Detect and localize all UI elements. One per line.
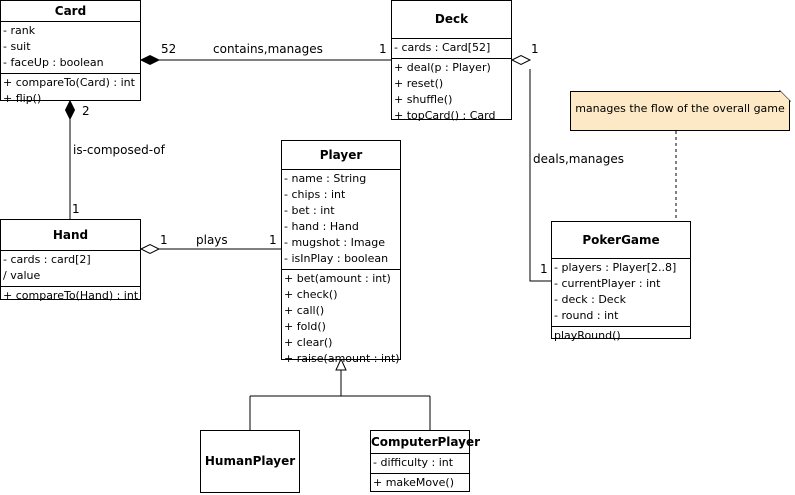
class-deck-attr: - cards : Card[52] <box>394 41 491 54</box>
class-player-attr: - chips : int <box>284 188 346 201</box>
class-player-op: + bet(amount : int) <box>284 272 391 285</box>
class-player-op: + call() <box>284 304 325 317</box>
hand-player-assoc-label: plays <box>196 233 228 247</box>
note-text: manages the flow of the overall game <box>575 102 785 115</box>
class-player-attr: - isInPlay : boolean <box>284 252 389 265</box>
class-humanplayer[interactable]: HumanPlayer <box>200 430 300 493</box>
card-hand-mult-card: 2 <box>82 104 90 118</box>
class-deck-operations: + deal(p : Player) + reset() + shuffle()… <box>392 58 511 126</box>
class-hand-attr: / value <box>3 269 41 282</box>
class-card-attributes: - rank - suit - faceUp : boolean <box>1 21 140 73</box>
deck-pokergame-mult-poker: 1 <box>540 262 548 276</box>
class-deck-name: Deck <box>434 12 469 26</box>
class-player-attr: - name : String <box>284 172 367 185</box>
class-hand-operations: + compareTo(Hand) : int <box>1 286 140 306</box>
deck-pokergame-association-line <box>529 69 551 282</box>
card-hand-mult-hand: 1 <box>72 202 80 216</box>
class-deck-op: + shuffle() <box>394 93 453 106</box>
class-card-name: Card <box>54 4 87 18</box>
class-card-operations: + compareTo(Card) : int + flip() <box>1 73 140 109</box>
class-pokergame[interactable]: PokerGame - players : Player[2..8] - cur… <box>551 221 691 342</box>
class-player-op: + fold() <box>284 320 326 333</box>
class-pokergame-operations: playRound() <box>552 326 690 346</box>
class-deck-op: + deal(p : Player) <box>394 61 491 74</box>
class-player-op: + raise(amount : int) <box>284 352 400 365</box>
class-player-op: + clear() <box>284 336 333 349</box>
class-card-op: + compareTo(Card) : int <box>3 76 135 89</box>
class-player-attr: - mugshot : Image <box>284 236 386 249</box>
class-pokergame-attr: - currentPlayer : int <box>554 277 661 290</box>
class-hand-attributes: - cards : card[2] / value <box>1 250 140 286</box>
deck-pokergame-mult-deck: 1 <box>531 42 539 56</box>
class-pokergame-attributes: - players : Player[2..8] - currentPlayer… <box>552 258 690 326</box>
class-card-op: + flip() <box>3 92 42 105</box>
hand-player-mult-player: 1 <box>269 233 277 247</box>
game-flow-note: manages the flow of the overall game <box>570 91 790 131</box>
class-pokergame-attr: - deck : Deck <box>554 293 626 306</box>
card-deck-mult-deck: 1 <box>379 42 387 56</box>
card-deck-mult-card: 52 <box>161 42 177 56</box>
class-computerplayer[interactable]: ComputerPlayer - difficulty : int + make… <box>370 430 480 493</box>
class-hand-attr: - cards : card[2] <box>3 253 91 266</box>
class-card-attr: - rank <box>3 24 36 37</box>
class-deck-op: + reset() <box>394 77 444 90</box>
card-deck-composition-diamond <box>139 54 161 66</box>
class-deck-attributes: - cards : Card[52] <box>392 38 511 58</box>
class-computerplayer-attr: - difficulty : int <box>373 456 454 469</box>
class-pokergame-attr: - round : int <box>554 309 619 322</box>
class-player-attr: - hand : Hand <box>284 220 359 233</box>
class-player-name: Player <box>319 148 363 162</box>
class-deck-op: + topCard() : Card <box>394 109 496 122</box>
class-hand-name: Hand <box>52 228 89 242</box>
card-deck-assoc-label: contains,manages <box>213 42 323 56</box>
hand-player-aggregation-diamond <box>139 243 161 255</box>
class-computerplayer-name: ComputerPlayer <box>371 435 480 449</box>
class-hand[interactable]: Hand - cards : card[2] / value + compare… <box>0 219 141 302</box>
card-hand-composition-diamond <box>64 99 76 121</box>
hand-player-mult-hand: 1 <box>160 233 168 247</box>
class-humanplayer-name: HumanPlayer <box>204 454 296 468</box>
class-player-operations: + bet(amount : int) + check() + call() +… <box>282 269 400 369</box>
class-pokergame-attr: - players : Player[2..8] <box>554 261 677 274</box>
class-pokergame-op: playRound() <box>554 329 621 342</box>
class-pokergame-name: PokerGame <box>582 233 660 247</box>
class-card[interactable]: Card - rank - suit - faceUp : boolean + … <box>0 0 141 105</box>
class-computerplayer-operations: + makeMove() <box>371 473 469 493</box>
deck-pokergame-assoc-label: deals,manages <box>533 152 625 166</box>
card-hand-assoc-label: is-composed-of <box>73 143 165 157</box>
class-deck[interactable]: Deck - cards : Card[52] + deal(p : Playe… <box>391 0 512 122</box>
class-player[interactable]: Player - name : String - chips : int - b… <box>281 140 401 365</box>
deck-pokergame-aggregation-diamond <box>510 54 532 66</box>
class-card-attr: - faceUp : boolean <box>3 56 104 69</box>
class-player-attributes: - name : String - chips : int - bet : in… <box>282 169 400 269</box>
class-computerplayer-op: + makeMove() <box>373 476 454 489</box>
class-player-op: + check() <box>284 288 338 301</box>
class-player-attr: - bet : int <box>284 204 335 217</box>
class-computerplayer-attributes: - difficulty : int <box>371 453 469 473</box>
class-card-attr: - suit <box>3 40 31 53</box>
class-hand-op: + compareTo(Hand) : int <box>3 289 139 302</box>
